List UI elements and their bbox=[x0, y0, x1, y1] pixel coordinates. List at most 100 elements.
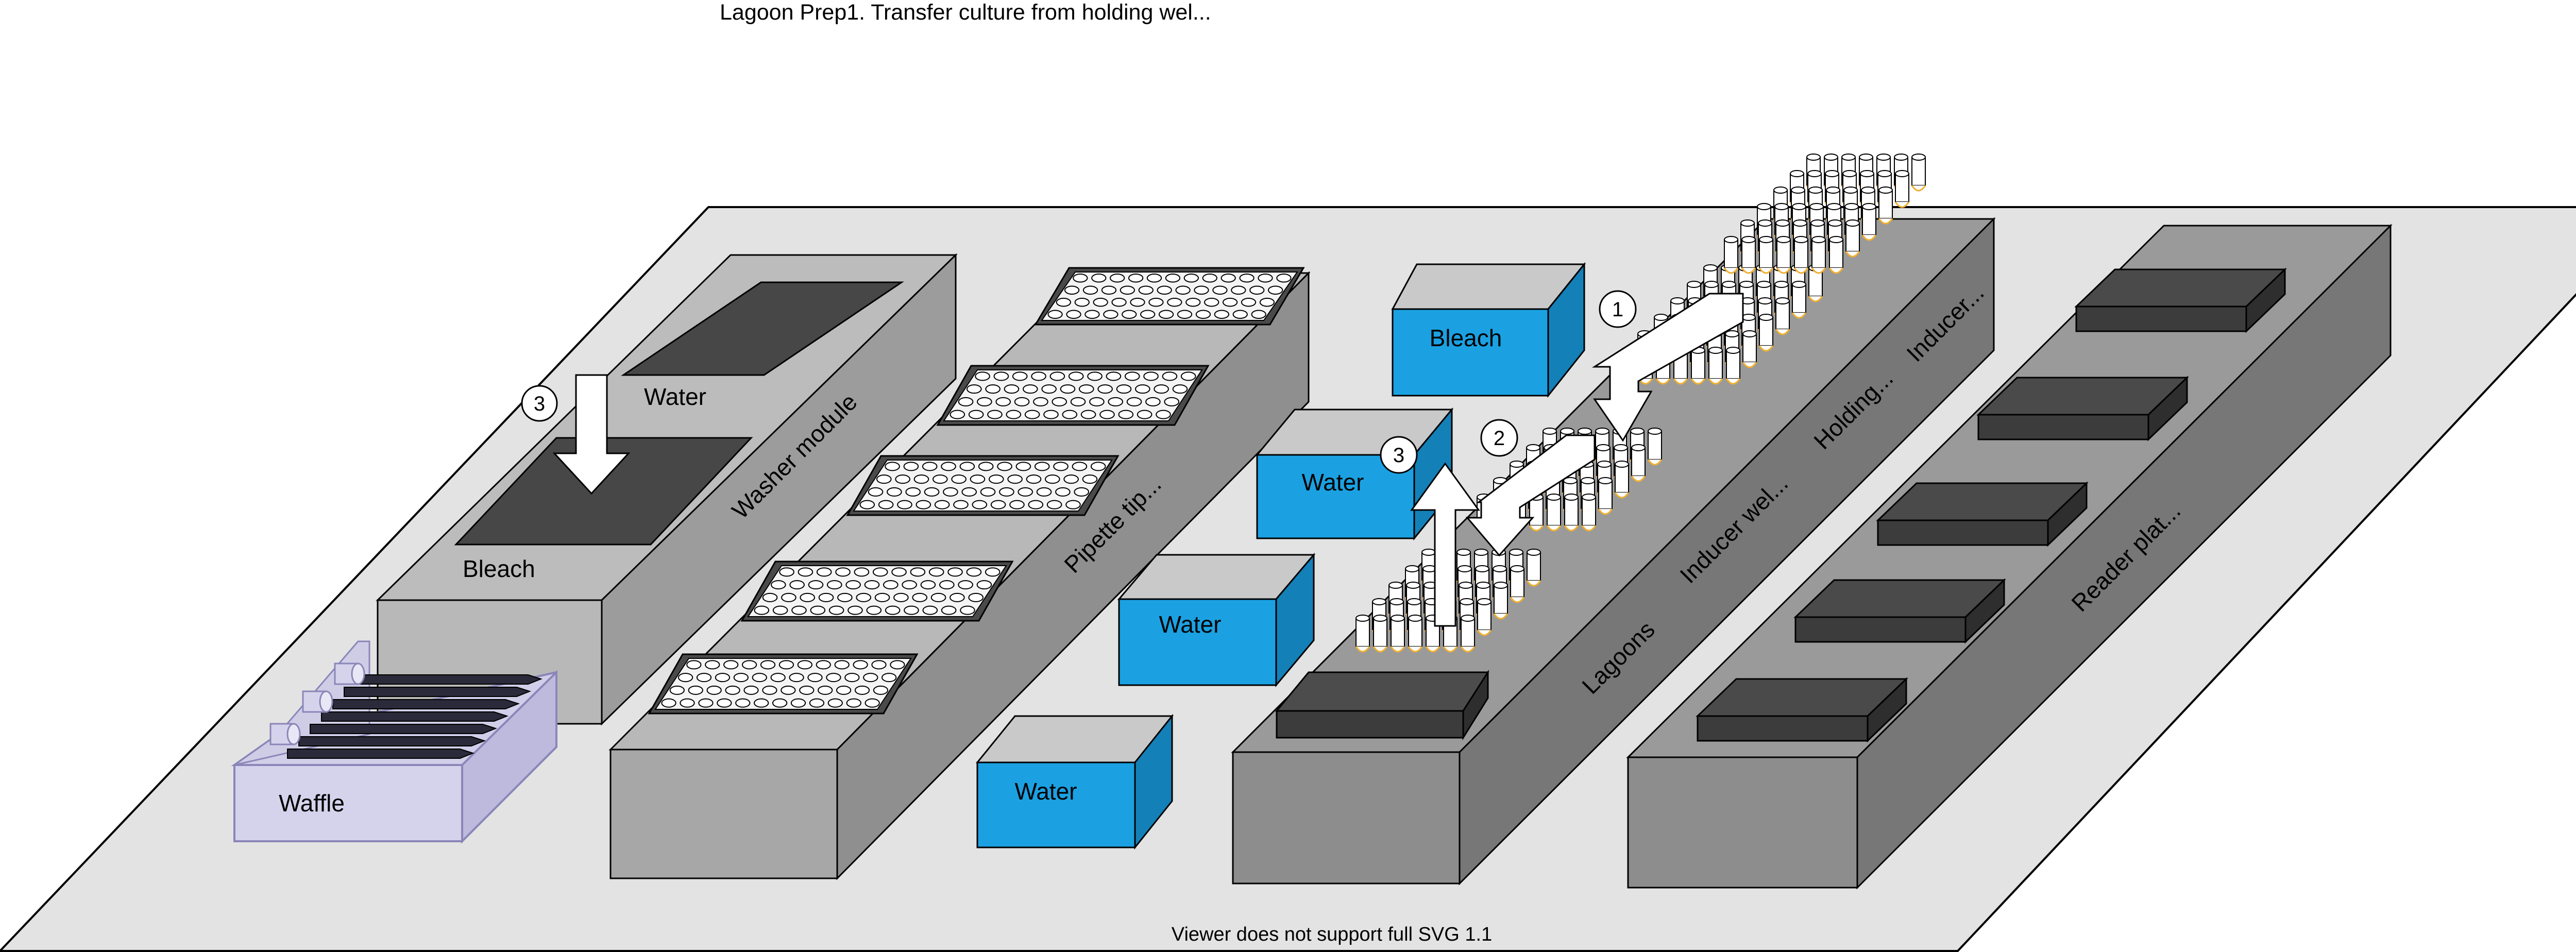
tube bbox=[1776, 236, 1791, 274]
pipette-tip bbox=[1167, 298, 1182, 307]
pipette-tip bbox=[1018, 487, 1033, 497]
pipette-tip bbox=[1041, 384, 1057, 394]
waffle-connectors bbox=[269, 662, 365, 745]
reader-plate bbox=[1876, 481, 2089, 547]
pipette-tip bbox=[959, 462, 975, 471]
pipette-tip bbox=[1157, 285, 1172, 295]
pipette-tip bbox=[1146, 274, 1162, 283]
pipette-tip bbox=[1110, 274, 1125, 283]
pipette-tip bbox=[958, 580, 973, 590]
pipette-tip bbox=[1024, 410, 1040, 419]
tube bbox=[1758, 314, 1774, 352]
tube bbox=[1845, 219, 1860, 258]
pipette-tip bbox=[1031, 371, 1046, 381]
pipette-tip bbox=[966, 567, 982, 577]
pipette-tip bbox=[1101, 285, 1117, 295]
pipette-tip bbox=[1034, 462, 1050, 471]
pipette-tip bbox=[920, 580, 936, 590]
pipette-tip bbox=[995, 397, 1011, 406]
pipette-tip bbox=[1015, 462, 1031, 471]
pipette-tip bbox=[688, 685, 703, 695]
pipette-tip bbox=[1093, 298, 1108, 307]
water-tank-2: Water bbox=[1117, 552, 1316, 688]
tube bbox=[1742, 330, 1757, 368]
pipette-tip bbox=[1276, 274, 1292, 283]
pipette-tip bbox=[903, 462, 919, 471]
pipette-tip bbox=[883, 580, 899, 590]
lagoon-module: Lagoons Inducer wel... Holding... Induce… bbox=[1231, 154, 1996, 886]
pipette-tip bbox=[1180, 371, 1196, 381]
pipette-tip bbox=[1126, 397, 1142, 406]
pipette-tip bbox=[826, 673, 841, 683]
pipette-tip bbox=[715, 673, 731, 683]
pipette-tip bbox=[1062, 410, 1078, 419]
pipette-tip bbox=[706, 685, 722, 695]
tube bbox=[1723, 236, 1739, 274]
pipette-tip bbox=[698, 698, 714, 708]
step-1-badge bbox=[1599, 290, 1637, 328]
pipette-tip bbox=[1202, 274, 1217, 283]
bleach-tank-label: Bleach bbox=[1430, 325, 1502, 351]
pipette-tip bbox=[735, 698, 751, 708]
pipette-tip bbox=[810, 605, 826, 615]
reader-plates bbox=[1696, 267, 2287, 743]
pipette-tip bbox=[934, 500, 950, 509]
pipette-tip bbox=[891, 567, 907, 577]
pipette-tip bbox=[762, 685, 777, 695]
pipette-tip bbox=[1082, 285, 1098, 295]
pipette-tip bbox=[828, 605, 844, 615]
tube bbox=[1355, 615, 1370, 653]
pipette-tip bbox=[1026, 474, 1042, 484]
pipette-tip bbox=[1103, 310, 1118, 319]
pipette-tip bbox=[868, 487, 884, 497]
washer-water-label: Water bbox=[644, 383, 706, 410]
pipette-tip bbox=[762, 592, 778, 602]
tube bbox=[1408, 615, 1423, 653]
pipette-tip bbox=[916, 500, 931, 509]
pipette-tip bbox=[905, 487, 921, 497]
pipette-tip bbox=[912, 592, 928, 602]
pipette-tip bbox=[943, 487, 958, 497]
waffle-channel bbox=[344, 687, 531, 697]
pipette-tip bbox=[1014, 397, 1030, 406]
tip-rack bbox=[1034, 267, 1305, 326]
pipette-tip bbox=[807, 673, 823, 683]
pipette-tip bbox=[1099, 410, 1115, 419]
pipette-tip bbox=[686, 660, 702, 670]
pipette-tip bbox=[950, 410, 965, 419]
pipette-tip bbox=[781, 685, 796, 695]
pipette-tip bbox=[922, 605, 938, 615]
pipette-tip bbox=[800, 592, 816, 602]
waffle-channel bbox=[332, 699, 520, 709]
pipette-tip bbox=[1145, 397, 1161, 406]
pipette-tip bbox=[846, 698, 861, 708]
reader-plate bbox=[1793, 578, 2006, 644]
waffle-channel bbox=[355, 674, 543, 685]
pipette-tip bbox=[1097, 384, 1113, 394]
pipette-tip bbox=[966, 384, 982, 394]
pipette-tip bbox=[844, 673, 860, 683]
pipette-tip bbox=[1028, 500, 1044, 509]
pipette-tip bbox=[816, 660, 831, 670]
pipette-tip bbox=[993, 371, 1009, 381]
tube bbox=[1775, 297, 1790, 335]
pipette-tip bbox=[1241, 298, 1257, 307]
waffle-connector-cap bbox=[286, 723, 301, 745]
pipette-tip bbox=[845, 580, 861, 590]
page-title: Lagoon Prep1. Transfer culture from hold… bbox=[720, 0, 1211, 25]
pipette-tip bbox=[1185, 298, 1201, 307]
step-1-arrow bbox=[1591, 293, 1744, 442]
tube bbox=[1708, 347, 1723, 385]
pipette-tip bbox=[876, 474, 892, 484]
step-3-up-arrow bbox=[1410, 462, 1480, 627]
waffle-module: Waffle bbox=[231, 640, 557, 844]
pipette-tip bbox=[872, 567, 888, 577]
pipette-tip bbox=[950, 592, 965, 602]
water-tank-1-label: Water bbox=[1302, 469, 1364, 496]
pipette-tip bbox=[1078, 384, 1094, 394]
tube bbox=[1894, 170, 1910, 208]
waffle-connector-cap bbox=[351, 662, 365, 685]
pipette-tip bbox=[941, 462, 956, 471]
waffle-channel bbox=[287, 749, 474, 759]
pipette-tip bbox=[930, 592, 946, 602]
